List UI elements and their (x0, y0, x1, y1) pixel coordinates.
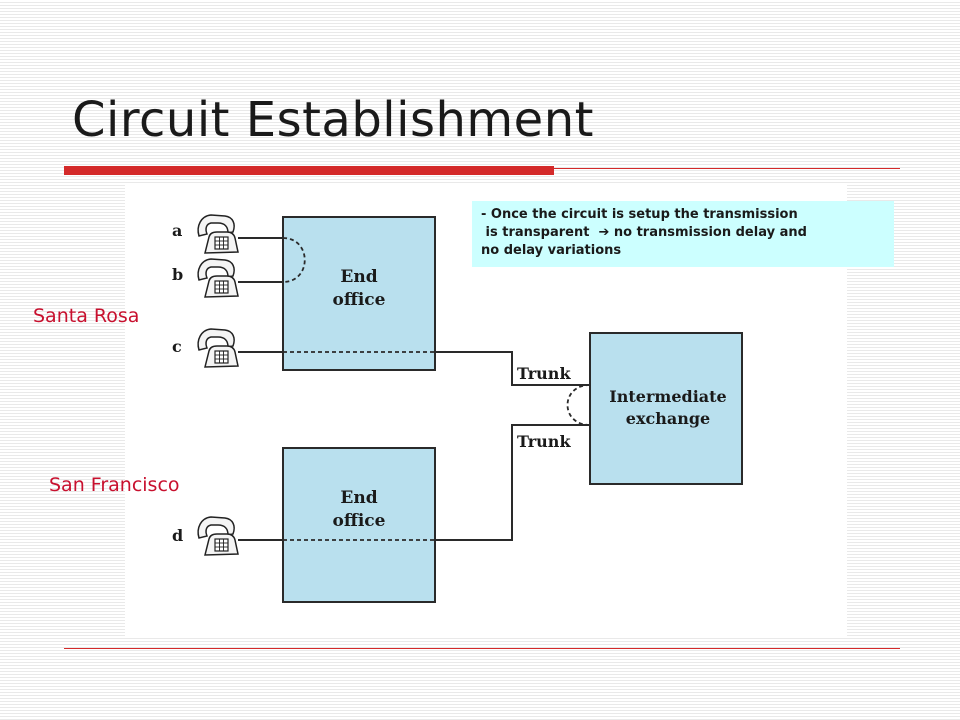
intermediate-exchange-label-2: exchange (626, 409, 710, 428)
trunk-upper-label: Trunk (517, 364, 571, 383)
note-callout: - Once the circuit is setup the transmis… (472, 201, 894, 267)
end-office-top-label-2: office (333, 290, 386, 310)
intermediate-exchange-label-1: Intermediate (609, 387, 726, 406)
slide-title: Circuit Establishment (72, 92, 594, 148)
telephone-icon (197, 258, 239, 298)
telephone-icon (197, 516, 239, 556)
connection-a-b (282, 237, 306, 283)
phone-label-c: c (172, 337, 182, 356)
exchange-connection (566, 384, 591, 426)
note-line-3: no delay variations (481, 243, 622, 258)
bottom-rule (64, 648, 900, 649)
end-office-bottom-label-2: office (333, 511, 386, 531)
note-line-1: - Once the circuit is setup the transmis… (481, 207, 798, 222)
end-office-bottom-box (282, 447, 436, 603)
end-office-bottom-label-1: End (340, 488, 377, 508)
end-office-top-box (282, 216, 436, 371)
end-office-top-label-1: End (340, 267, 377, 287)
telephone-icon (197, 214, 239, 254)
san-francisco-label: San Francisco (49, 474, 180, 496)
intermediate-exchange-box (589, 332, 743, 485)
santa-rosa-label: Santa Rosa (33, 305, 140, 327)
trunk-lower-label: Trunk (517, 432, 571, 451)
telephone-icon (197, 328, 239, 368)
note-line-2: is transparent ➔ no transmission delay a… (481, 225, 807, 240)
title-underline-thin (554, 168, 900, 169)
trunk-upper-line (435, 351, 590, 386)
phone-label-b: b (172, 265, 183, 284)
trunk-lower-line (435, 424, 590, 541)
phone-label-a: a (172, 221, 182, 240)
title-underline-thick (64, 166, 554, 175)
phone-label-d: d (172, 526, 183, 545)
